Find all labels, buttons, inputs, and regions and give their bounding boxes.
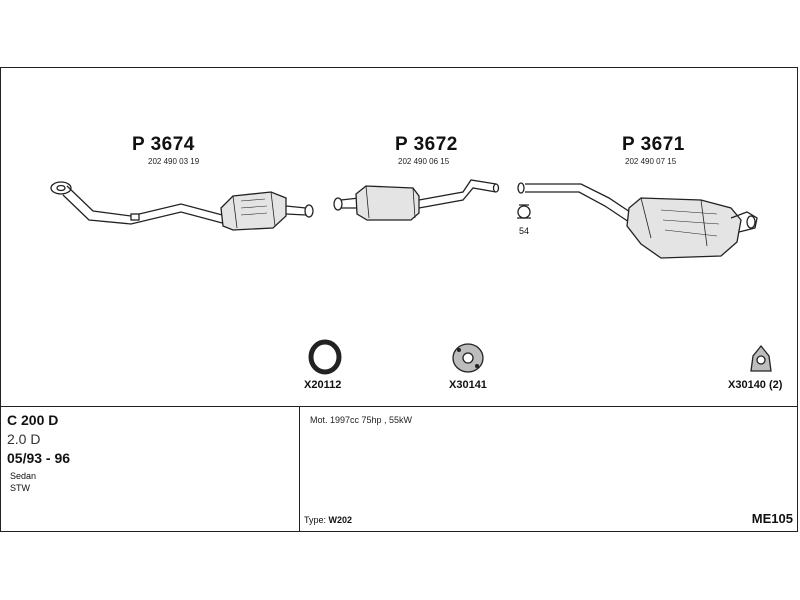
details-panel: Mot. 1997cc 75hp , 55kW Type: W202 ME105	[300, 407, 797, 531]
oem-number-front-pipe: 202 490 03 19	[148, 157, 200, 166]
rear-silencer	[517, 182, 758, 259]
catalog-code: ME105	[751, 511, 793, 526]
exhaust-drawing	[50, 179, 772, 375]
ring-gasket-icon	[308, 339, 342, 375]
motor-spec: Mot. 1997cc 75hp , 55kW	[310, 415, 413, 425]
exhaust-system-sheet: P 3674 202 490 03 19 P 3672 202 490 06 1…	[0, 67, 798, 532]
vehicle-info-panel: C 200 D 2.0 D 05/93 - 96 Sedan STW	[1, 407, 298, 531]
divider-horizontal	[1, 406, 797, 407]
type-value: W202	[328, 515, 353, 525]
exhaust-diagram: P 3674 202 490 03 19 P 3672 202 490 06 1…	[1, 68, 797, 406]
centre-silencer	[333, 179, 500, 221]
type-label: Type:	[304, 515, 327, 525]
oem-number-centre-silencer: 202 490 06 15	[398, 157, 450, 166]
rubber-mount-icon	[452, 343, 484, 373]
clamp-label: 54	[519, 226, 530, 236]
kit-code-hanger: X30140 (2)	[728, 379, 783, 391]
vehicle-engine: 2.0 D	[7, 431, 41, 447]
kit-code-rubber-mount: X30141	[449, 379, 487, 391]
oem-number-rear-silencer: 202 490 07 15	[625, 157, 677, 166]
hanger-mount-icon	[750, 344, 772, 372]
vehicle-years: 05/93 - 96	[7, 450, 71, 466]
vehicle-model: C 200 D	[7, 412, 59, 428]
body-type-sedan: Sedan	[10, 471, 37, 481]
divider-vertical	[299, 407, 300, 531]
front-pipe-catalyst	[50, 181, 314, 231]
kit-code-ring: X20112	[304, 379, 342, 391]
body-type-stw: STW	[10, 483, 30, 493]
type-line: Type: W202	[304, 515, 352, 525]
clamp-icon	[517, 204, 531, 219]
part-number-centre-silencer: P 3672	[395, 134, 458, 155]
part-number-front-pipe: P 3674	[132, 134, 195, 155]
part-number-rear-silencer: P 3671	[622, 134, 685, 155]
